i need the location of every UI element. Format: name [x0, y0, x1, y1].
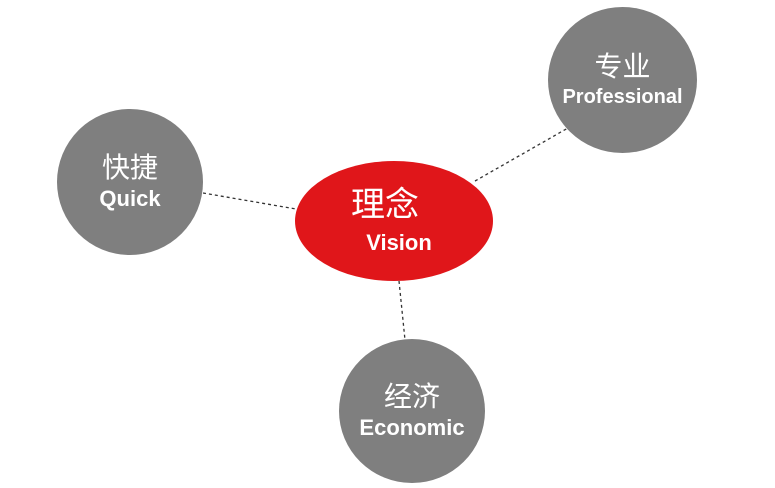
vision-english-label: Vision	[366, 229, 432, 255]
node-economic: 经济 Economic	[339, 339, 485, 483]
economic-english-label: Economic	[359, 415, 465, 441]
professional-english-label: Professional	[562, 86, 683, 109]
center-node-vision: 理念 Vision	[295, 161, 493, 281]
economic-chinese-label: 经济	[383, 379, 440, 413]
vision-chinese-label: 理念	[351, 185, 419, 226]
node-quick: 快捷 Quick	[57, 109, 203, 255]
quick-english-label: Quick	[99, 186, 161, 212]
node-professional: 专业 Professional	[548, 7, 697, 153]
connector-quick	[202, 192, 297, 210]
connector-economic	[398, 280, 406, 341]
professional-chinese-label: 专业	[594, 49, 651, 83]
connector-professional	[474, 127, 569, 182]
quick-chinese-label: 快捷	[101, 150, 158, 184]
